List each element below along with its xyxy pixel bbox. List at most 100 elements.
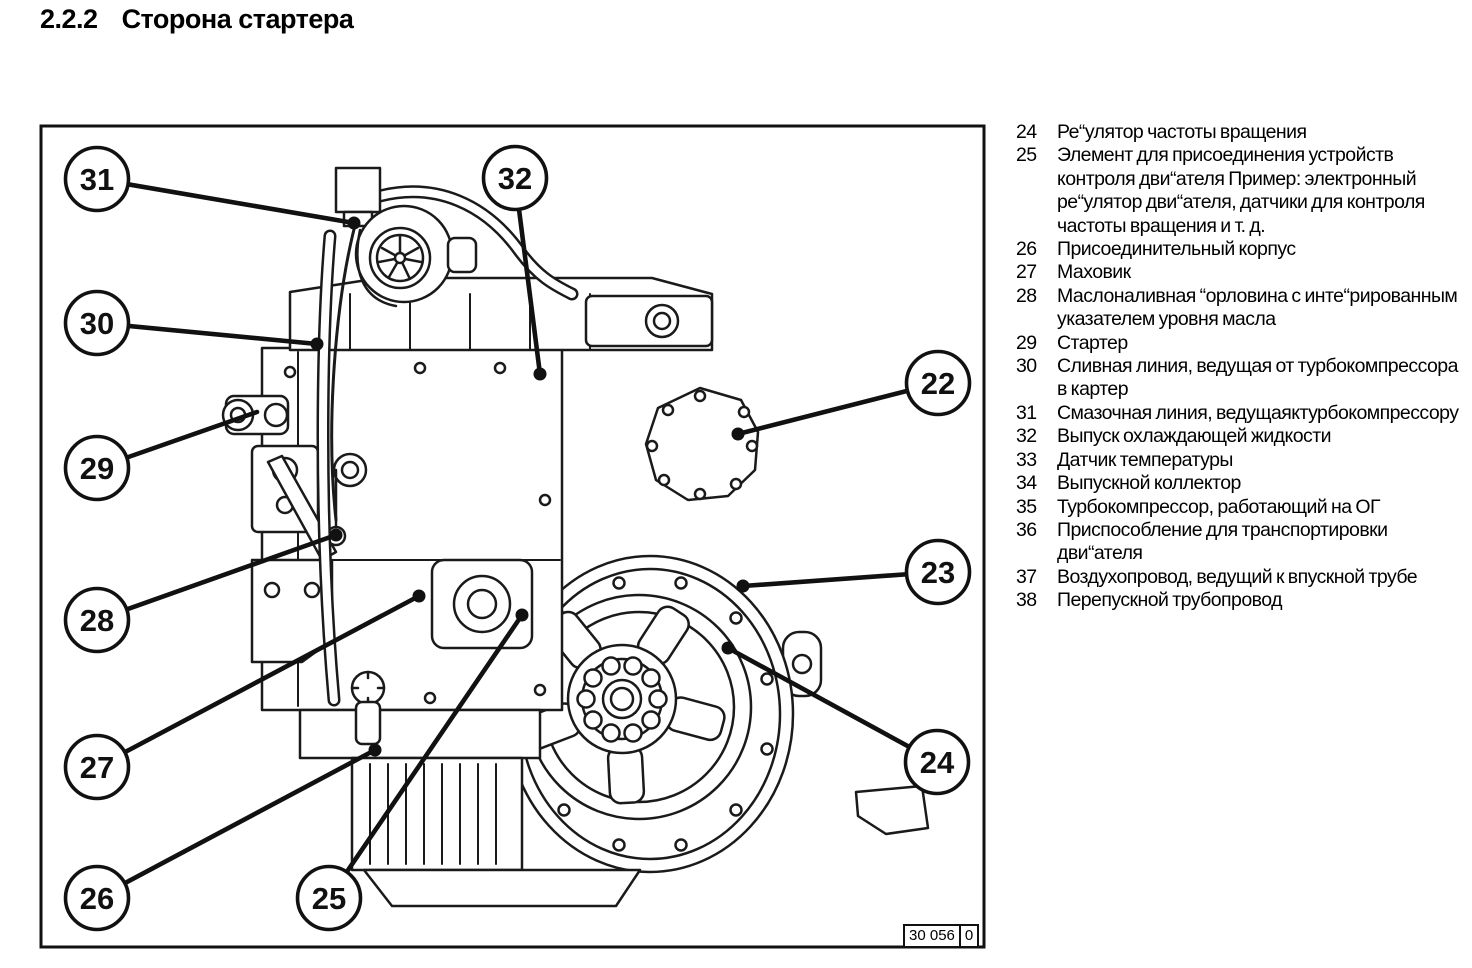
legend-item-26: 26 Присоединительный корпус <box>1016 238 1468 261</box>
leader-dot-22 <box>731 427 745 441</box>
legend-item-number: 37 <box>1016 565 1037 588</box>
legend-item-text: Приспособление для транспортировки дви“а… <box>1057 518 1388 565</box>
figure-plate-revision: 0 <box>958 926 977 946</box>
callout-circle-23 <box>904 538 972 606</box>
legend-item-text: Выпускной коллектор <box>1057 472 1241 495</box>
legend-item-text: Присоединительный корпус <box>1057 238 1296 261</box>
legend-item-32: 32 Выпуск охлаждающей жидкости <box>1016 425 1468 448</box>
legend-item-38: 38 Перепускной трубопровод <box>1016 589 1468 612</box>
legend-item-number: 32 <box>1016 425 1037 448</box>
legend-item-text: Перепускной трубопровод <box>1057 589 1282 612</box>
legend-item-text: Смазочная линия, ведущаяктурбокомпрессор… <box>1057 401 1459 424</box>
leader-line-24 <box>725 645 940 765</box>
connection-cover <box>644 386 760 502</box>
section-label: Сторона стартера <box>121 4 354 34</box>
legend-item-text: Стартер <box>1057 331 1128 354</box>
legend-item-text: Датчик температуры <box>1057 448 1233 471</box>
leader-line-26 <box>94 747 378 901</box>
callout-circle-27 <box>63 733 131 801</box>
leader-dot-27 <box>412 589 426 603</box>
legend-item-number: 31 <box>1016 401 1037 424</box>
legend-item-36: 36 Приспособление для транспортировки дви… <box>1016 519 1468 566</box>
callout-number-24: 24 <box>920 745 955 780</box>
pump-body <box>430 558 534 650</box>
legend-item-number: 35 <box>1016 495 1037 518</box>
callout-circle-28 <box>63 586 131 654</box>
leader-line-27 <box>94 593 422 770</box>
legend-item-text: Маховик <box>1057 261 1131 284</box>
callout-circle-29 <box>63 434 131 502</box>
callout-number-26: 26 <box>80 881 114 916</box>
cylinder-head <box>288 276 714 352</box>
leader-dot-23 <box>736 579 750 593</box>
legend-item-29: 29 Стартер <box>1016 332 1468 355</box>
oil-pan <box>298 708 642 908</box>
legend-item-text: Выпуск охлаждающей жидкости <box>1057 425 1331 448</box>
leader-dot-25 <box>515 608 529 622</box>
flywheel <box>520 605 726 805</box>
legend-item-text: Турбокомпрессор, работающий на ОГ <box>1057 495 1381 518</box>
legend-item-text: Элемент для присоединения устройств конт… <box>1057 144 1425 237</box>
callout-circle-25 <box>295 864 363 932</box>
callout-number-25: 25 <box>312 881 346 916</box>
legend-item-number: 29 <box>1016 331 1037 354</box>
leader-line-28 <box>94 532 339 623</box>
legend-item-number: 26 <box>1016 238 1037 261</box>
leader-dot-30 <box>310 337 324 351</box>
legend-item-31: 31 Смазочная линия, ведущаяктурбокомпресс… <box>1016 402 1468 425</box>
callout-number-29: 29 <box>80 451 114 486</box>
callout-number-22: 22 <box>921 366 955 401</box>
callout-circle-26 <box>63 864 131 932</box>
legend-item-number: 27 <box>1016 261 1037 284</box>
leader-line-30 <box>94 320 320 347</box>
callout-circle-22 <box>904 349 972 417</box>
legend-item-number: 33 <box>1016 448 1037 471</box>
leader-dot-24 <box>721 641 735 655</box>
callout-number-28: 28 <box>80 603 114 638</box>
legend-item-text: Маслоналивная “орловина с инте“рированны… <box>1057 284 1458 331</box>
legend-item-27: 27 Маховик <box>1016 261 1468 284</box>
starter <box>221 394 290 436</box>
legend-item-text: Ре“улятор частоты вращения <box>1057 121 1307 143</box>
legend-item-37: 37 Воздухопровод, ведущий к впускной труб… <box>1016 566 1468 589</box>
legend-item-number: 34 <box>1016 472 1037 495</box>
callout-circle-32 <box>481 144 549 212</box>
legend-item-text: Сливная линия, ведущая от турбокомпрессо… <box>1057 355 1458 401</box>
figure-plate-box: 30 056 0 <box>903 924 980 948</box>
section-number: 2.2.2 <box>40 4 98 34</box>
leader-dot-32 <box>533 367 547 381</box>
callout-circle-24 <box>903 728 971 796</box>
callout-circle-30 <box>63 289 131 357</box>
leader-line-22 <box>735 380 941 437</box>
leader-dot-26 <box>368 743 382 757</box>
legend-item-24: 24 Ре“улятор частоты вращения <box>1016 121 1468 144</box>
legend-item-35: 35 Турбокомпрессор, работающий на ОГ <box>1016 496 1468 519</box>
legend-item-number: 30 <box>1016 355 1037 378</box>
legend-item-33: 33 Датчик температуры <box>1016 449 1468 472</box>
leader-line-31 <box>94 176 357 226</box>
compressor-wheel <box>377 235 423 279</box>
figure-plate-code: 30 056 <box>909 927 955 944</box>
leader-line-25 <box>326 612 525 901</box>
oil-filler <box>350 670 386 746</box>
legend-item-number: 36 <box>1016 518 1037 541</box>
legend-item-number: 28 <box>1016 284 1037 307</box>
housing-foot <box>854 784 930 836</box>
legend-item-number: 38 <box>1016 589 1037 612</box>
legend-item-text: Воздухопровод, ведущий к впускной трубе <box>1057 565 1418 588</box>
legend-item-28: 28 Маслоналивная “орловина с инте“рирован… <box>1016 285 1468 332</box>
leader-dot-31 <box>347 216 361 230</box>
callout-number-32: 32 <box>498 161 532 196</box>
page-title: 2.2.2 Сторона стартера <box>40 4 354 35</box>
callout-circle-31 <box>63 145 131 213</box>
flywheel-housing <box>505 554 795 874</box>
callout-number-27: 27 <box>80 750 114 785</box>
legend-item-number: 24 <box>1016 121 1037 143</box>
legend-item-34: 34 Выпускной коллектор <box>1016 472 1468 495</box>
legend-item-30: 30 Сливная линия, ведущая от турбокомпрес… <box>1016 355 1468 402</box>
